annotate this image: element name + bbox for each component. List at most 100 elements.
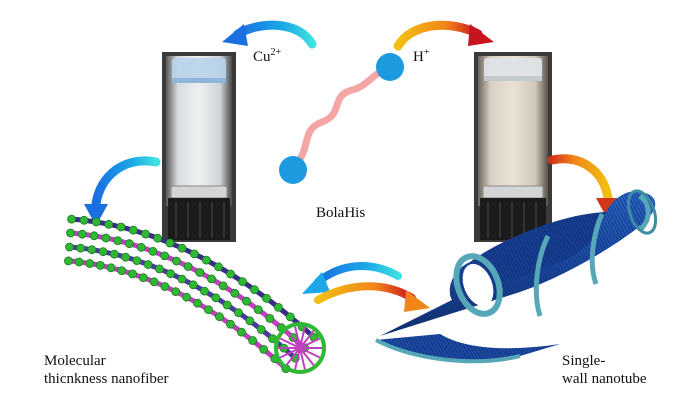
nanofiber-bead bbox=[195, 268, 205, 277]
nanofiber-bead bbox=[285, 312, 295, 322]
nanofiber-bead bbox=[166, 269, 176, 279]
nanofiber-bead bbox=[87, 245, 97, 255]
nanofiber-cross-section bbox=[274, 322, 326, 374]
curved-arrow-to-fiber bbox=[302, 262, 402, 294]
nanofiber-bead bbox=[226, 319, 235, 329]
nanofiber-bead bbox=[253, 305, 263, 315]
nanofiber-bead bbox=[117, 266, 127, 276]
nanofiber-bead bbox=[259, 344, 269, 354]
nanotube bbox=[375, 189, 658, 364]
nanofiber-bead bbox=[215, 312, 224, 322]
nanofiber-bead bbox=[160, 282, 170, 291]
nanofiber-bead bbox=[226, 269, 235, 279]
nanofiber-bead bbox=[237, 327, 246, 337]
nanofiber-bead bbox=[141, 229, 150, 239]
nanotube-label-line2: wall nanotube bbox=[562, 371, 647, 387]
cu-ion-charge: 2+ bbox=[270, 47, 282, 58]
cu-ion-label: Cu2+ bbox=[253, 48, 281, 66]
nanofiber-bead bbox=[153, 233, 163, 243]
nanofiber-bead bbox=[128, 225, 138, 235]
nanofiber-bead bbox=[165, 238, 175, 248]
nanofiber-bead bbox=[76, 243, 86, 253]
nanofiber-bead bbox=[67, 214, 76, 224]
nanofiber-bead bbox=[238, 277, 247, 287]
nanofiber-bead bbox=[171, 256, 181, 266]
nanofiber-bead bbox=[204, 305, 213, 315]
nanofiber-bead bbox=[177, 274, 187, 284]
vial-left bbox=[162, 52, 236, 242]
nanofiber-bead bbox=[109, 249, 119, 259]
nanofiber-bead bbox=[154, 264, 164, 274]
nanofiber-bead bbox=[160, 251, 170, 261]
nanotube-label-line1: Single- bbox=[562, 353, 606, 369]
nanofiber-bead bbox=[273, 302, 283, 312]
nanofiber-bead bbox=[218, 281, 228, 291]
curved-arrow-cu bbox=[222, 20, 317, 49]
nanotube-label: Single- wall nanotube bbox=[562, 352, 647, 388]
nanofiber-bead bbox=[85, 259, 95, 268]
nanofiber-bead bbox=[171, 287, 181, 297]
nanofiber-bead bbox=[89, 231, 99, 241]
nanofiber-bead bbox=[64, 256, 73, 266]
nanofiber-label-line2: thicnkness nanofiber bbox=[44, 371, 169, 387]
nanofiber-bead bbox=[98, 247, 108, 257]
bolahis-label: BolaHis bbox=[316, 205, 366, 221]
nanofiber-bead bbox=[138, 273, 148, 283]
nanofiber-bead bbox=[104, 219, 114, 229]
bolahis-molecule bbox=[279, 53, 404, 184]
nanofiber-bead bbox=[193, 298, 202, 308]
nanofiber-bead bbox=[77, 229, 87, 239]
nanofiber-bead bbox=[256, 325, 266, 334]
nanofiber-bead bbox=[177, 243, 187, 253]
nanofiber-bead bbox=[116, 222, 126, 232]
nanofiber-bead bbox=[101, 233, 111, 243]
nanofiber-bead bbox=[113, 236, 123, 246]
proton-symbol: H bbox=[413, 49, 424, 65]
nanofiber-bead bbox=[143, 260, 153, 269]
nanofiber-bead bbox=[91, 217, 101, 227]
nanofiber-bead bbox=[222, 300, 232, 310]
nanofiber-bead bbox=[106, 263, 116, 273]
nanofiber-bead bbox=[66, 228, 75, 238]
curved-arrow-h bbox=[393, 20, 494, 51]
nanofiber-bead bbox=[214, 262, 223, 272]
nanofiber-bead bbox=[183, 262, 193, 271]
nanofiber-bead bbox=[65, 242, 74, 252]
nanofiber-bead bbox=[189, 249, 199, 259]
nanofiber-bead bbox=[128, 269, 137, 279]
nanofiber-bead bbox=[124, 239, 134, 249]
nanofiber-bead bbox=[121, 252, 130, 262]
nanofiber-bead bbox=[95, 260, 105, 270]
nanofiber-bead bbox=[149, 277, 159, 287]
proton-charge: + bbox=[423, 47, 430, 58]
nanofiber-bead bbox=[242, 296, 251, 306]
nanofiber-bead bbox=[148, 246, 158, 256]
nanofiber-bead bbox=[230, 288, 240, 298]
nanofiber-bead bbox=[74, 257, 84, 267]
cu-ion-symbol: Cu bbox=[253, 49, 271, 65]
nanofiber-bead bbox=[188, 280, 198, 290]
nanofiber-bead bbox=[201, 255, 211, 265]
curved-arrow-down-left bbox=[84, 156, 161, 226]
nanofiber-bead bbox=[182, 292, 192, 302]
nanofiber bbox=[64, 214, 326, 374]
nanofiber-label: Molecular thicnkness nanofiber bbox=[44, 352, 169, 388]
nanofiber-bead bbox=[200, 286, 209, 296]
nanofiber-bead bbox=[207, 274, 216, 284]
nanofiber-bead bbox=[132, 256, 142, 266]
curved-arrow-to-tube bbox=[314, 282, 430, 312]
nanofiber-bead bbox=[234, 308, 243, 318]
nanofiber-bead bbox=[262, 293, 271, 303]
nanofiber-bead bbox=[136, 242, 146, 252]
nanofiber-bead bbox=[248, 336, 258, 345]
vial-right bbox=[474, 52, 552, 242]
proton-label: H+ bbox=[413, 48, 429, 66]
nanofiber-bead bbox=[245, 316, 255, 326]
nanofiber-bead bbox=[211, 293, 221, 303]
nanofiber-label-line1: Molecular bbox=[44, 353, 106, 369]
nanofiber-bead bbox=[265, 313, 275, 323]
nanofiber-bead bbox=[79, 215, 89, 225]
nanofiber-bead bbox=[250, 285, 259, 295]
